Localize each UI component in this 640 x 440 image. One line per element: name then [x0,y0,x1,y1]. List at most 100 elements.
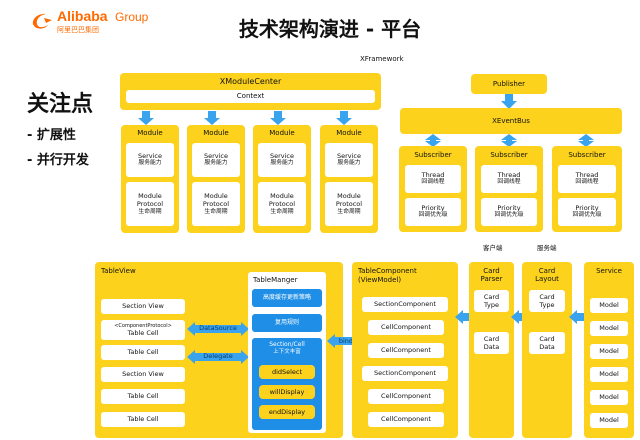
card-type-box: Card Type [529,290,565,312]
table-cell-label: Table Cell [127,348,159,357]
priority-label: Priority [497,204,521,213]
table-cell: <ComponentProtocol> Table Cell [101,320,185,340]
card-layout-title: Card Layout [535,267,559,284]
card-type-label: Card Type [539,292,555,309]
model-label: Model [599,416,619,425]
card-layout-panel: Card Layout Card Type Card Data [522,262,572,438]
model-label: Model [599,347,619,356]
subscriber-arrows [425,134,594,147]
subscriber-card: Subscriber Thread 回调线程 Priority 回调优先级 [552,146,622,232]
module-card: Module Service 服务能力 Module Protocol 生命周期 [187,125,245,233]
protocol-label: Module Protocol [202,191,230,209]
protocol-label: Module Protocol [335,191,363,209]
card-parser-panel: Card Parser Card Type Card Data [469,262,514,438]
section-view-label: Section View [122,370,164,379]
tc-item: SectionComponent [362,366,448,381]
service-box: Service 服务能力 [258,143,306,177]
service-label: Service [137,152,163,161]
tc-item-label: CellComponent [381,415,431,424]
priority-cn-label: 回调优先级 [494,212,524,219]
focus-point: - 扩展性 [27,128,76,143]
thread-box: Thread 回调线程 [558,165,616,193]
section-cell-label: Section/Cell [269,341,305,348]
section-view-label: Section View [122,302,164,311]
focus-heading: 关注点 [27,92,94,117]
model-label: Model [599,370,619,379]
lifecycle-cn-label: 生命周期 [270,208,294,215]
model-box: Model [590,413,628,428]
priority-box: Priority 回调优先级 [405,198,461,226]
service-label: Service [203,152,229,161]
priority-label: Priority [421,204,445,213]
card-data-label: Card Data [483,334,500,351]
service-to-layout-arrow [569,310,587,324]
logo-cn: 阿里巴巴集团 [57,26,99,34]
tc-item-label: CellComponent [381,346,431,355]
protocol-box: Module Protocol 生命周期 [325,182,373,226]
publisher-label: Publisher [492,80,526,88]
tc-item-label: CellComponent [381,392,431,401]
subscriber-title: Subscriber [490,151,528,159]
table-cell-label: Table Cell [127,392,159,401]
server-label: 服务端 [537,244,557,252]
tc-item-label: SectionComponent [374,369,436,378]
section-view: Section View [101,367,185,382]
component-protocol-label: <ComponentProtocol> [114,322,172,329]
protocol-label: Module Protocol [268,191,296,209]
thread-box: Thread 回调线程 [481,165,537,193]
page-title: 技术架构演进 - 平台 [238,17,422,41]
protocol-box: Module Protocol 生命周期 [258,182,306,226]
module-center: XModuleCenter Context [120,73,381,110]
publisher-arrow [501,94,517,109]
priority-box: Priority 回调优先级 [481,198,537,226]
event-did-select: didSelect [259,365,315,379]
service-box: Service 服务能力 [325,143,373,177]
card-type-box: Card Type [474,290,509,312]
section-cell-cn-label: 上下文丰富 [273,348,301,355]
card-parser-title: Card Parser [480,267,503,284]
table-manager: TableManger 高度缓存更新策略 复用规则 Section/Cell 上… [248,272,326,433]
module-title: Module [203,129,229,137]
model-box: Model [590,367,628,382]
height-cache-label: 高度缓存更新策略 [262,294,311,302]
event-label: didSelect [271,367,303,376]
protocol-label: Module Protocol [136,191,164,209]
module-title: Module [137,129,163,137]
event-end-display: endDisplay [259,405,315,419]
model-box: Model [590,321,628,336]
framework-label: XFramework [360,55,404,63]
table-cell-label: Table Cell [127,329,159,338]
event-will-display: willDisplay [259,385,315,399]
logo-text: Alibaba [57,8,108,24]
subscriber-card: Subscriber Thread 回调线程 Priority 回调优先级 [475,146,543,232]
delegate-arrow [187,350,249,364]
context-box: Context [126,90,375,103]
section-view: Section View [101,299,185,314]
table-cell: Table Cell [101,389,185,404]
service-label: Service [336,152,362,161]
tc-item: CellComponent [368,389,444,404]
table-cell: Table Cell [101,412,185,427]
card-data-box: Card Data [529,332,565,354]
table-manager-title: TableManger [253,276,298,284]
module-title: Module [269,129,295,137]
priority-cn-label: 回调优先级 [418,212,448,219]
service-panel-title: Service [596,267,622,275]
alibaba-logo-icon [32,13,52,29]
priority-cn-label: 回调优先级 [572,212,602,219]
tableview-title: TableView [101,267,136,275]
model-box: Model [590,390,628,405]
publisher-box: Publisher [471,74,547,94]
module-title: Module [336,129,362,137]
model-box: Model [590,344,628,359]
service-box: Service 服务能力 [126,143,174,177]
alibaba-logo: Alibaba Group 阿里巴巴集团 [30,8,160,38]
subscriber-card: Subscriber Thread 回调线程 Priority 回调优先级 [399,146,467,232]
thread-cn-label: 回调线程 [497,179,521,186]
model-box: Model [590,298,628,313]
priority-label: Priority [575,204,599,213]
event-label: willDisplay [269,387,305,396]
eventbus-label: XEventBus [492,117,530,125]
table-cell: Table Cell [101,345,185,360]
model-label: Model [599,393,619,402]
